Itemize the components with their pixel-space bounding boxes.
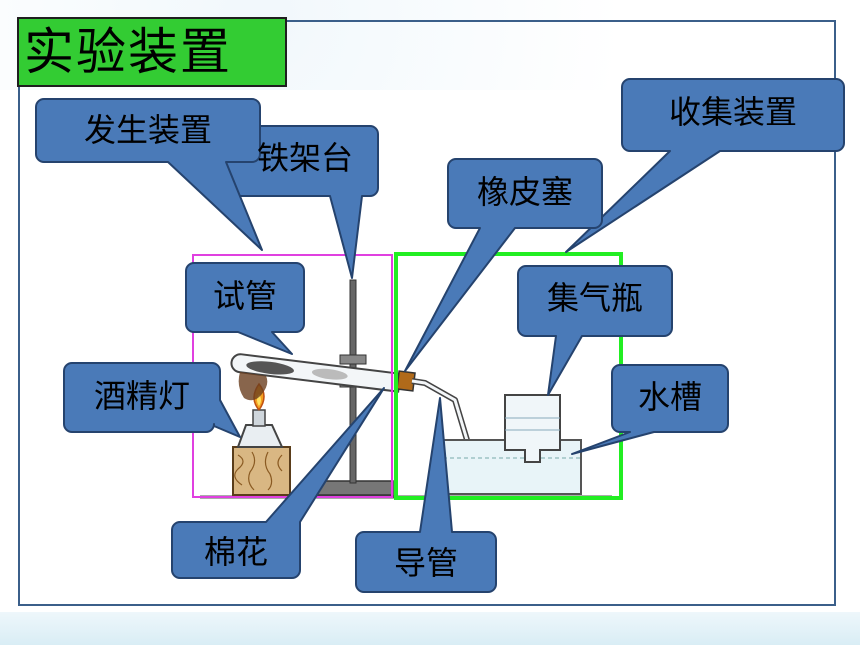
callout-lamp-shape xyxy=(63,362,241,438)
alcohol-lamp-neck xyxy=(252,409,266,427)
slide-footer-band xyxy=(0,612,860,645)
slide-title: 实验装置 xyxy=(24,23,232,81)
cotton-wad xyxy=(311,368,348,380)
callout-trough-label: 水槽 xyxy=(637,378,702,416)
test-tube xyxy=(230,353,402,393)
callout-test-tube-label: 试管 xyxy=(212,277,277,315)
callout-gas-bottle-label: 集气瓶 xyxy=(546,279,643,317)
callout-lamp-label: 酒精灯 xyxy=(93,377,190,415)
callout-generator-label: 发生装置 xyxy=(83,111,212,149)
callout-cotton-label: 棉花 xyxy=(203,533,268,571)
callout-cotton-shape xyxy=(171,387,385,579)
callout-collector-label: 收集装置 xyxy=(668,93,797,131)
gas-bottle xyxy=(504,394,561,463)
callout-stopper-label: 橡皮塞 xyxy=(476,173,573,211)
stand-clamp-upper xyxy=(339,354,367,365)
callout-gas-bottle-shape xyxy=(517,265,673,396)
wooden-block xyxy=(232,446,291,496)
callout-stand-label: 铁架台 xyxy=(256,139,353,177)
alcohol-lamp-body xyxy=(236,424,284,448)
diagram-frame xyxy=(18,20,836,606)
callout-generator-shape xyxy=(35,98,263,251)
reagent xyxy=(246,361,294,375)
title-box xyxy=(17,17,287,87)
callout-delivery-tube-label: 导管 xyxy=(393,544,458,582)
callout-delivery-tube-shape xyxy=(355,397,497,593)
callout-collector-shape xyxy=(565,78,845,253)
callout-test-tube-shape xyxy=(185,262,305,355)
callout-trough-shape xyxy=(571,364,729,455)
callout-stopper-shape xyxy=(404,158,603,372)
